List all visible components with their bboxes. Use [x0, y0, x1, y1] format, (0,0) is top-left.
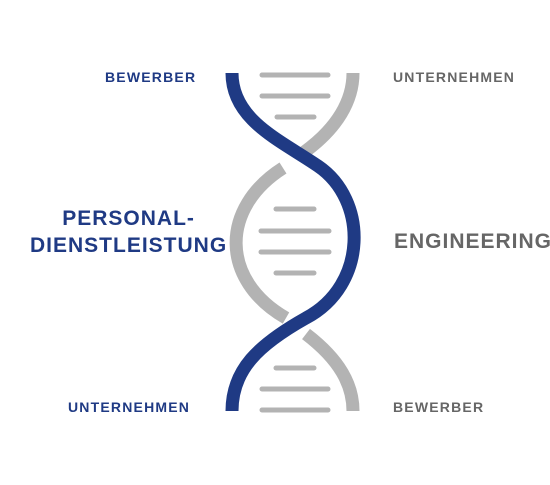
gray-strand-bottom: [302, 328, 360, 412]
helix-rungs: [258, 72, 332, 413]
top-left-label: BEWERBER: [105, 69, 197, 85]
gray-strand-middle: [229, 162, 290, 324]
personal-dienstleistung-title: PERSONAL- DIENSTLEISTUNG: [30, 205, 227, 259]
engineering-title: ENGINEERING: [394, 230, 550, 253]
gray-strand: [229, 72, 360, 412]
bottom-left-label: UNTERNEHMEN: [68, 399, 191, 415]
top-right-label: UNTERNEHMEN: [393, 69, 516, 85]
title-line-2: DIENSTLEISTUNG: [30, 234, 228, 257]
gray-strand-top: [299, 72, 360, 159]
blue-strand: [225, 72, 361, 412]
title-line-1: PERSONAL-: [62, 207, 195, 230]
bottom-right-label: BEWERBER: [393, 399, 485, 415]
